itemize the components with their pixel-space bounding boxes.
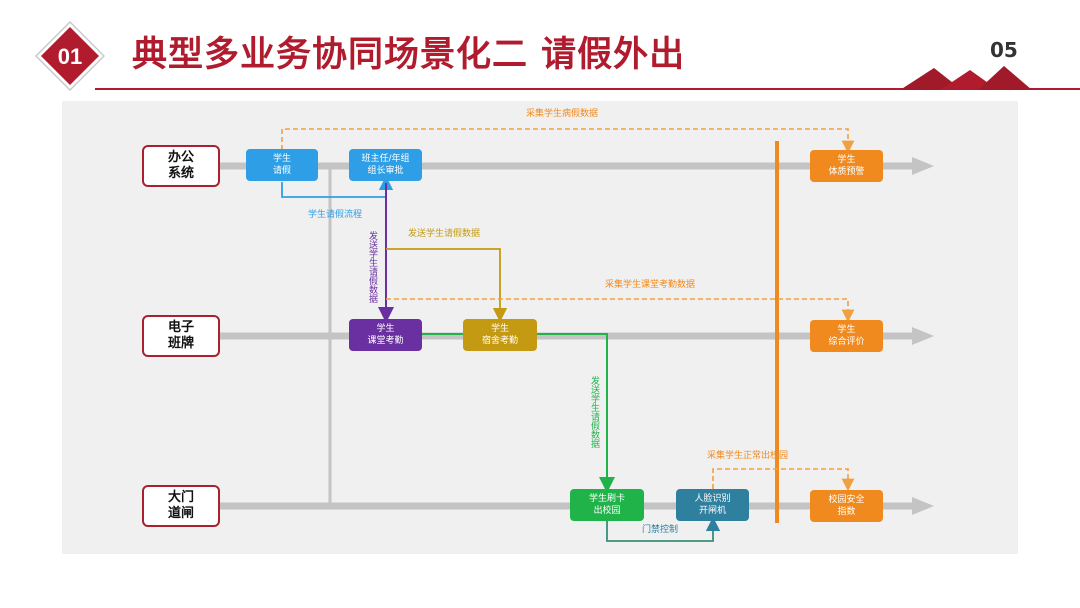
- lane-office: [217, 157, 934, 175]
- label-send-leave-green: 发送学生请假数据: [589, 376, 599, 448]
- label-collect-normal-exit: 采集学生正常出校园: [707, 451, 789, 461]
- label-collect-sick-leave: 采集学生病假数据: [526, 109, 599, 119]
- page-number: 05: [990, 38, 1018, 62]
- row-label-class-board: 电子班牌: [142, 315, 220, 357]
- row-label-office-system: 办公系统: [142, 145, 220, 187]
- mountain-decoration-icon: [900, 66, 1032, 90]
- node-overall-evaluation: 学生综合评价: [810, 320, 883, 352]
- edge-send-leave-gold: [386, 248, 508, 323]
- node-teacher-approve: 班主任/年组组长审批: [349, 149, 422, 181]
- node-student-leave: 学生请假: [246, 149, 318, 181]
- header-divider: [95, 88, 1080, 90]
- node-campus-safety: 校园安全指数: [810, 490, 883, 522]
- node-class-attendance: 学生课堂考勤: [349, 319, 422, 351]
- label-collect-class-attendance: 采集学生课堂考勤数据: [605, 280, 696, 290]
- edge-collect-sick-leave: [281, 128, 855, 154]
- node-card-exit: 学生刷卡出校园: [570, 489, 644, 521]
- badge-number: 01: [58, 44, 82, 69]
- lane-gate: [217, 497, 934, 515]
- page-title: 典型多业务协同场景化二 请假外出: [132, 35, 686, 75]
- label-send-leave-gold: 发送学生请假数据: [408, 229, 481, 239]
- edge-gate-control: [606, 516, 721, 542]
- node-face-gate: 人脸识别开闸机: [676, 489, 749, 521]
- label-send-leave-purple: 发送学生请假数据: [367, 231, 377, 303]
- node-dorm-attendance: 学生宿舍考勤: [463, 319, 537, 351]
- node-health-warning: 学生体质预警: [810, 150, 883, 182]
- edge-leave-process: [281, 175, 394, 198]
- edge-collect-class-attendance: [386, 298, 855, 323]
- diagram-panel: 办公系统 电子班牌 大门道闸 学生请假 班主任/年组组长审批 学生体质预警 学生…: [62, 101, 1018, 554]
- flow-connectors: [217, 128, 934, 542]
- edge-collect-normal-exit: [712, 468, 855, 492]
- edge-send-leave-green: [386, 333, 615, 493]
- label-leave-process: 学生请假流程: [308, 210, 363, 220]
- label-gate-control: 门禁控制: [642, 525, 679, 535]
- row-label-gate: 大门道闸: [142, 485, 220, 527]
- lane-class-board: [217, 327, 934, 345]
- section-badge: 01: [35, 21, 105, 91]
